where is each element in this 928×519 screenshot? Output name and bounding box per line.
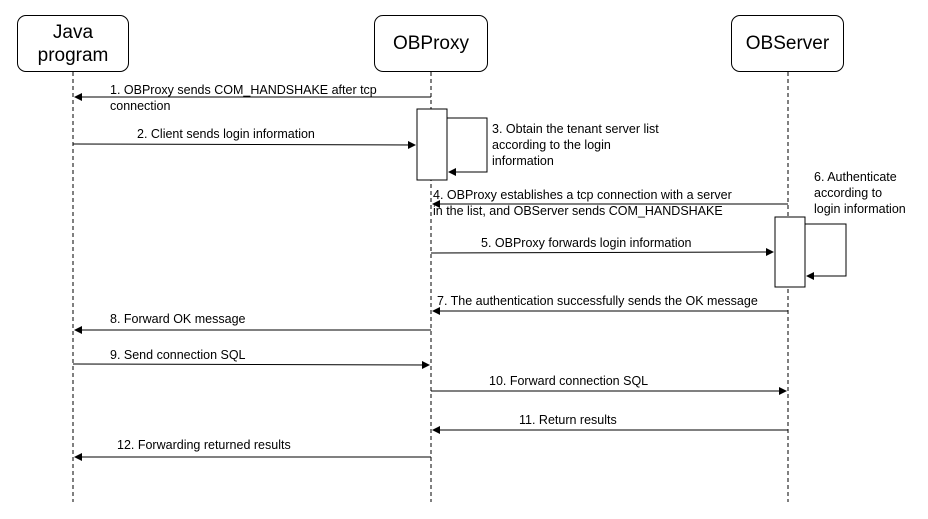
actor-obproxy: OBProxy bbox=[374, 15, 488, 72]
arrow-msg-3 bbox=[447, 117, 488, 176]
message-label-3: 3. Obtain the tenant server list accordi… bbox=[492, 122, 659, 168]
arrow-msg-9 bbox=[72, 360, 430, 369]
message-label-6: 6. Authenticate according to login infor… bbox=[814, 170, 906, 216]
message-label-5: 5. OBProxy forwards login information bbox=[481, 236, 692, 250]
actor-java-program: Java program bbox=[17, 15, 129, 72]
message-label-2: 2. Client sends login information bbox=[137, 127, 315, 141]
activation-observer bbox=[774, 216, 806, 288]
arrow-msg-6 bbox=[805, 223, 847, 280]
arrow-msg-5 bbox=[430, 248, 774, 257]
message-label-4: 4. OBProxy establishes a tcp connection … bbox=[433, 188, 732, 218]
message-label-7: 7. The authentication successfully sends… bbox=[437, 294, 758, 308]
message-label-1: 1. OBProxy sends COM_HANDSHAKE after tcp… bbox=[110, 83, 377, 113]
message-label-11: 11. Return results bbox=[519, 413, 617, 427]
activation-obproxy bbox=[416, 108, 448, 181]
message-label-9: 9. Send connection SQL bbox=[110, 348, 246, 362]
message-label-8: 8. Forward OK message bbox=[110, 312, 246, 326]
actor-observer: OBServer bbox=[731, 15, 844, 72]
arrow-msg-2 bbox=[72, 140, 416, 149]
message-label-10: 10. Forward connection SQL bbox=[489, 374, 649, 388]
message-label-12: 12. Forwarding returned results bbox=[117, 438, 291, 452]
